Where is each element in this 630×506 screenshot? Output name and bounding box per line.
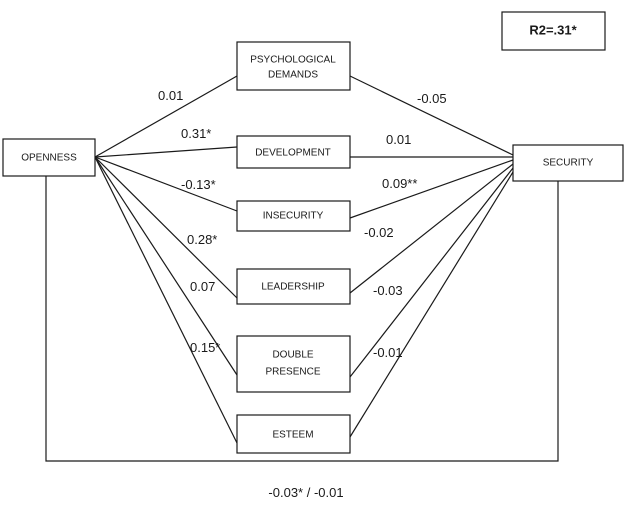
node-development-label: DEVELOPMENT [255,148,331,159]
node-esteem: ESTEEM [236,414,351,454]
coef-openness-double-presence: 0.07 [190,279,215,294]
edges-right [349,75,514,438]
edge-double-presence-security [349,167,514,378]
node-double-presence: DOUBLE PRESENCE [236,335,351,393]
edges-left [94,75,238,444]
node-security-label: SECURITY [543,158,594,169]
node-esteem-label: ESTEEM [272,430,313,441]
coef-insecurity-security: 0.09** [382,176,417,191]
edge-psychological-demands-security [349,75,514,156]
coef-openness-development: 0.31* [181,126,211,141]
coef-psychological-demands-security: -0.05 [417,91,447,106]
coef-openness-esteem: 0.15* [190,340,220,355]
coef-openness-leadership: 0.28* [187,232,217,247]
edge-openness-psychological-demands [94,75,238,158]
edge-openness-insecurity [94,156,238,212]
edge-openness-development [94,146,238,158]
edge-openness-security-direct [45,176,559,462]
coef-openness-security-direct: -0.03* / -0.01 [268,485,343,500]
node-insecurity: INSECURITY [236,200,351,232]
coef-esteem-security: -0.01 [373,345,403,360]
edge-openness-esteem [94,156,238,444]
node-openness: OPENNESS [2,138,96,177]
coef-double-presence-security: -0.03 [373,283,403,298]
node-double-presence-label-line1: DOUBLE [272,350,313,361]
node-psychological-demands-label-line1: PSYCHOLOGICAL [250,55,336,66]
node-psychological-demands: PSYCHOLOGICAL DEMANDS [236,41,351,91]
coef-development-security: 0.01 [386,132,411,147]
r2-label: R2=.31* [529,22,577,37]
coef-openness-psychological-demands: 0.01 [158,88,183,103]
edge-openness-double-presence [94,156,238,376]
node-development: DEVELOPMENT [236,135,351,169]
node-psychological-demands-label-line2: DEMANDS [268,70,318,81]
r2-box: R2=.31* [501,11,606,51]
edge-insecurity-security [349,159,514,219]
edge-leadership-security [349,163,514,294]
node-openness-label: OPENNESS [21,153,77,164]
edge-openness-leadership [94,156,238,299]
node-security: SECURITY [512,144,624,182]
node-leadership: LEADERSHIP [236,268,351,305]
coef-leadership-security: -0.02 [364,225,394,240]
node-double-presence-label-line2: PRESENCE [265,367,320,378]
edge-esteem-security [349,171,514,438]
node-leadership-label: LEADERSHIP [261,282,325,293]
coef-openness-insecurity: -0.13* [181,177,216,192]
node-insecurity-label: INSECURITY [263,211,324,222]
